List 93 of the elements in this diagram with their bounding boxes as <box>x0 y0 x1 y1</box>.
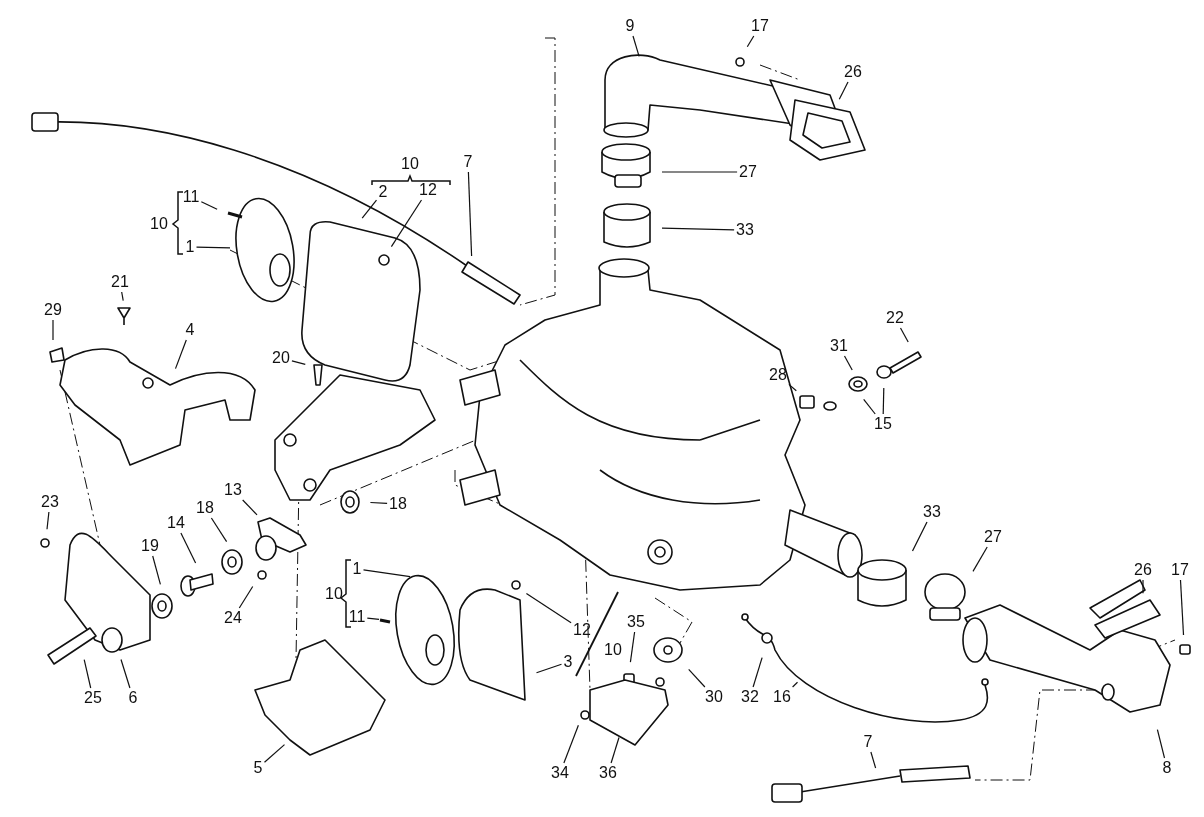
leader-line <box>610 736 620 764</box>
callout-number: 11 <box>182 189 200 205</box>
leader-line <box>525 592 572 624</box>
leader-line <box>362 569 411 578</box>
callout-number: 26 <box>1134 562 1152 578</box>
leader-line <box>83 659 92 689</box>
leader-line <box>746 35 755 48</box>
leader-line <box>688 668 706 688</box>
leader-line <box>46 511 50 530</box>
leader-line <box>291 360 306 365</box>
callout-number: 27 <box>739 164 757 180</box>
callout-number: 33 <box>923 504 941 520</box>
callout-number: 21 <box>111 274 129 290</box>
callout-number: 17 <box>1171 562 1189 578</box>
leader-line <box>535 663 563 674</box>
leader-line <box>152 555 161 585</box>
leader-line <box>843 355 853 371</box>
callout-number: 25 <box>84 690 102 706</box>
callout-number: 22 <box>886 310 904 326</box>
callout-number: 14 <box>167 515 185 531</box>
callout-number: 1 <box>352 561 362 577</box>
callout-number: 15 <box>874 416 892 432</box>
callout-number: 31 <box>830 338 848 354</box>
callout-number: 34 <box>551 765 569 781</box>
leader-line <box>210 517 228 543</box>
callout-number: 2 <box>378 184 388 200</box>
callout-number: 9 <box>625 18 635 34</box>
callout-number: 29 <box>44 302 62 318</box>
callout-number: 26 <box>844 64 862 80</box>
leader-line <box>972 546 988 572</box>
leader-line <box>263 744 286 763</box>
leader-line <box>242 499 258 516</box>
leader-line <box>238 585 254 609</box>
callout-number: 7 <box>463 154 473 170</box>
leader-line <box>195 246 231 249</box>
callout-number: 27 <box>984 529 1002 545</box>
callout-number: 23 <box>41 494 59 510</box>
leader-line <box>180 532 197 564</box>
callout-number: 12 <box>419 182 437 198</box>
leader-line <box>200 201 218 210</box>
leader-line <box>52 319 54 341</box>
callout-number: 5 <box>253 760 263 776</box>
leader-line <box>911 521 928 552</box>
leader-line <box>390 199 423 248</box>
leader-line <box>661 171 738 173</box>
callout-number: 10 <box>604 642 622 658</box>
callout-number: 4 <box>185 322 195 338</box>
callout-number: 11 <box>348 609 366 625</box>
callout-number: 3 <box>563 654 573 670</box>
leader-line <box>899 327 909 343</box>
callout-number: 10 <box>150 216 168 232</box>
leader-line <box>1142 579 1144 594</box>
callout-number: 35 <box>627 614 645 630</box>
leader-line <box>838 81 849 100</box>
leader-line <box>632 35 640 57</box>
callout-number: 36 <box>599 765 617 781</box>
leader-line <box>369 501 388 504</box>
leader-line <box>752 657 763 688</box>
callout-number: 20 <box>272 350 290 366</box>
callout-number: 28 <box>769 367 787 383</box>
leader-line <box>792 681 799 688</box>
callout-number: 10 <box>401 156 419 172</box>
callout-number: 24 <box>224 610 242 626</box>
callout-number: 8 <box>1162 760 1172 776</box>
leader-line <box>1156 729 1166 759</box>
callout-number: 13 <box>224 482 242 498</box>
callout-number: 10 <box>325 586 343 602</box>
leader-line <box>863 398 876 415</box>
callout-number: 17 <box>751 18 769 34</box>
callout-number: 32 <box>741 689 759 705</box>
leader-line <box>1179 579 1185 636</box>
leader-line <box>174 339 187 370</box>
leader-line <box>467 171 473 257</box>
callout-number: 12 <box>573 622 591 638</box>
callout-number: 19 <box>141 538 159 554</box>
leader-line <box>366 617 380 620</box>
leader-line <box>788 383 797 392</box>
callout-number: 1 <box>185 239 195 255</box>
callout-number: 16 <box>773 689 791 705</box>
callout-number: 18 <box>196 500 214 516</box>
leader-line <box>121 291 124 302</box>
callout-number: 7 <box>863 734 873 750</box>
callout-number: 33 <box>736 222 754 238</box>
leader-line <box>361 199 378 219</box>
callout-number: 18 <box>389 496 407 512</box>
leader-line <box>629 631 636 663</box>
callout-number: 30 <box>705 689 723 705</box>
leader-line <box>563 724 579 764</box>
leader-line <box>882 387 885 415</box>
leader-line <box>870 751 877 769</box>
leader-line <box>120 658 131 689</box>
callout-number: 6 <box>128 690 138 706</box>
leader-line <box>661 227 735 231</box>
